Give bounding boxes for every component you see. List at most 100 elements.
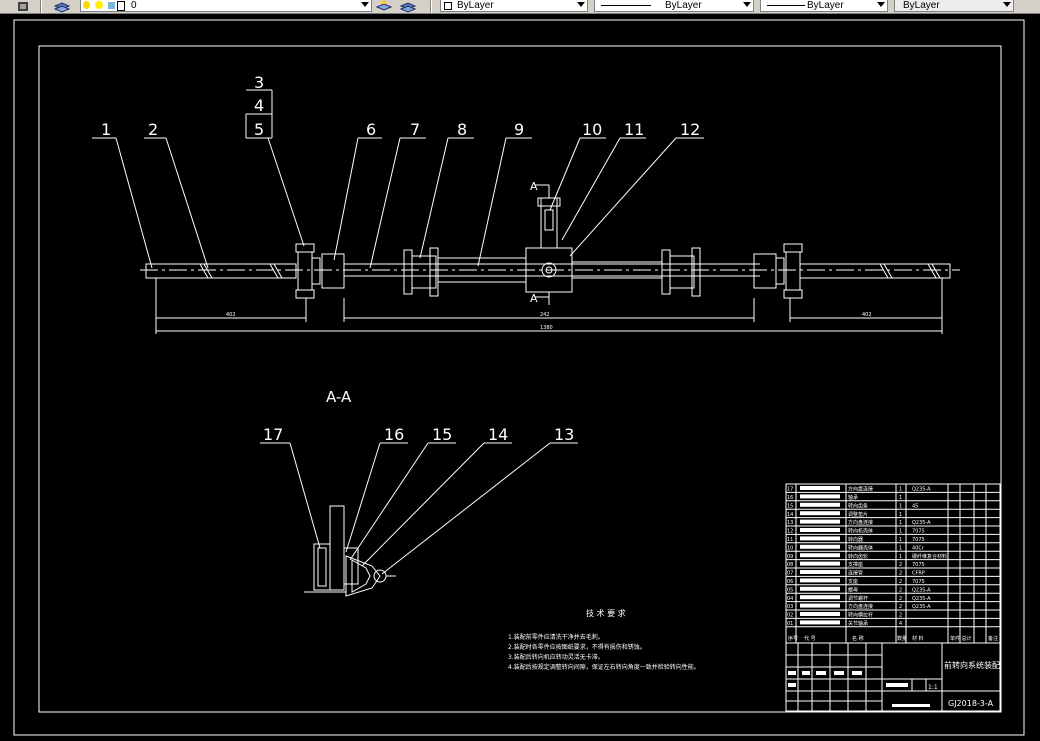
bom-row-name: 方向盘连接 xyxy=(848,486,873,493)
bom-row-name: 转向齿条 xyxy=(848,502,868,509)
chevron-down-icon xyxy=(361,2,369,7)
chevron-down-icon xyxy=(1003,2,1011,7)
bom-row-no: 01 xyxy=(787,621,793,627)
dimension-left: 402 xyxy=(226,312,236,318)
color-swatch-icon xyxy=(444,2,452,10)
bom-code-placeholder xyxy=(800,603,840,608)
balloon-3: 3 xyxy=(254,73,264,92)
bom-row-qty: 4 xyxy=(899,621,902,627)
bom-header-code: 代 号 xyxy=(804,635,816,642)
bom-row-no: 08 xyxy=(787,562,793,568)
bom-row-name: 调节螺杆 xyxy=(848,595,868,602)
lineweight-dropdown[interactable]: ByLayer xyxy=(760,0,888,12)
bom-row-qty: 2 xyxy=(899,613,902,619)
bom-row-no: 12 xyxy=(787,529,793,535)
tech-requirement-4: 4.装配后按规定调整转向间隙，保证左右转向角度一致并检验转向性能。 xyxy=(508,663,700,671)
plotstyle-dropdown[interactable]: ByLayer xyxy=(894,0,1014,12)
sun-icon xyxy=(95,1,103,9)
balloon-13: 13 xyxy=(554,425,574,444)
title-block-scale: 1:1 xyxy=(928,684,938,691)
bom-row-material: Q235-A xyxy=(912,520,931,526)
bom-row-material: 40Cr xyxy=(912,545,925,551)
bom-row-material: Q235-A xyxy=(912,487,931,493)
bom-row-no: 06 xyxy=(787,579,793,585)
bom-code-placeholder xyxy=(800,612,840,616)
bom-code-placeholder xyxy=(800,511,840,516)
bom-row-material: Q235-A xyxy=(912,596,931,602)
bom-row-no: 15 xyxy=(787,503,793,509)
chevron-down-icon xyxy=(743,2,751,7)
section-aa-view xyxy=(304,505,396,597)
model-space-canvas[interactable]: A A 402 242 1380 402 1 2 xyxy=(0,14,1040,736)
bom-row-name: 转向器壳体 xyxy=(848,544,873,551)
bom-row-name: 轴承 xyxy=(848,494,858,501)
bom-row-no: 07 xyxy=(787,571,793,577)
color-dropdown[interactable]: ByLayer xyxy=(440,0,588,12)
lightbulb-icon xyxy=(83,1,90,9)
color-value: ByLayer xyxy=(457,0,494,11)
layer-dropdown[interactable]: 0 xyxy=(80,0,372,12)
bom-code-placeholder xyxy=(800,544,840,549)
bom-header-name: 名 称 xyxy=(852,635,864,642)
balloon-15: 15 xyxy=(432,425,452,444)
bom-row-material: 7075 xyxy=(912,562,925,568)
balloon-5: 5 xyxy=(254,120,264,139)
bom-code-placeholder xyxy=(800,502,840,507)
balloon-14: 14 xyxy=(488,425,508,444)
title-block xyxy=(785,642,1001,712)
bom-row-qty: 2 xyxy=(899,562,902,568)
balloon-6: 6 xyxy=(366,120,376,139)
balloon-17: 17 xyxy=(263,425,283,444)
bom-row-no: 04 xyxy=(787,596,793,602)
dimension-right: 402 xyxy=(862,312,872,318)
lock-icon xyxy=(108,2,115,9)
balloon-10: 10 xyxy=(582,120,602,139)
bom-row-no: 11 xyxy=(787,537,793,543)
bom-row-name: 支撑座 xyxy=(848,561,863,568)
bom-row-qty: 1 xyxy=(899,503,902,509)
tech-requirement-3: 3.装配后转向机应转动灵活无卡滞。 xyxy=(508,653,604,661)
layer-previous-icon[interactable] xyxy=(399,0,417,13)
title-block-drawing-number: GJ2018-3-A xyxy=(948,699,994,708)
bom-header-weight: 单件 总计 xyxy=(950,635,972,642)
bom-row-qty: 2 xyxy=(899,596,902,602)
linetype-dropdown[interactable]: ByLayer xyxy=(594,0,754,12)
balloon-9: 9 xyxy=(514,120,524,139)
section-view-title: A-A xyxy=(326,388,352,406)
bom-row-name: 方向盘连接 xyxy=(848,519,873,526)
chevron-down-icon xyxy=(877,2,885,7)
bom-header-qty: 数量 xyxy=(897,635,907,642)
bom-row-material: 7075 xyxy=(912,529,925,535)
bom-row-qty: 1 xyxy=(899,529,902,535)
bom-row-qty: 2 xyxy=(899,604,902,610)
bom-row-no: 02 xyxy=(787,613,793,619)
balloon-4: 4 xyxy=(254,96,264,115)
dimension-overall: 1380 xyxy=(540,325,553,331)
bom-code-placeholder xyxy=(800,586,840,591)
chevron-down-icon xyxy=(577,2,585,7)
bom-row-qty: 1 xyxy=(899,512,902,518)
bom-row-material: 7075 xyxy=(912,579,925,585)
toolbar-separator xyxy=(430,0,432,13)
bom-row-qty: 1 xyxy=(899,487,902,493)
bom-row-qty: 1 xyxy=(899,545,902,551)
plotstyle-value: ByLayer xyxy=(903,0,940,11)
linetype-preview xyxy=(601,5,651,6)
bom-row-qty: 1 xyxy=(899,495,902,501)
make-object-layer-current-icon[interactable] xyxy=(375,0,393,12)
section-mark-bottom: A xyxy=(530,292,538,305)
bom-row-name: 关节轴承 xyxy=(848,620,868,627)
balloon-16: 16 xyxy=(384,425,404,444)
bom-row-name: 支座 xyxy=(848,578,858,585)
dimension-center: 242 xyxy=(540,312,550,318)
bom-code-placeholder xyxy=(800,561,840,566)
bom-row-qty: 1 xyxy=(899,537,902,543)
zoom-icon[interactable] xyxy=(16,0,30,12)
layer-manager-icon[interactable] xyxy=(53,0,71,13)
bom-row-qty: 2 xyxy=(899,571,902,577)
bom-row-no: 03 xyxy=(787,604,793,610)
bom-code-placeholder xyxy=(800,536,840,541)
steering-assembly-view: A A 402 242 1380 402 xyxy=(140,180,960,334)
bom-row-name: 转向机壳体 xyxy=(848,528,873,535)
